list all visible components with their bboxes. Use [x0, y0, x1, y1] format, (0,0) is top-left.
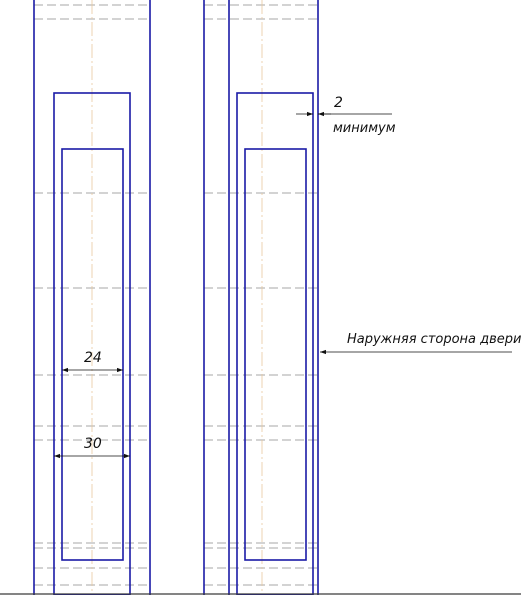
outer-side-leader: Наружняя сторона двери	[320, 332, 521, 355]
clearance-dimension: 2 минимум	[296, 95, 396, 136]
right-view	[203, 0, 319, 595]
right-handle-outline	[244, 148, 307, 561]
right-hidden-lines	[204, 4, 318, 586]
left-handle-outline	[61, 148, 124, 561]
outer-side-label: Наружняя сторона двери	[347, 332, 521, 347]
left-view	[33, 0, 151, 595]
dimension-24-label: 24	[84, 350, 102, 366]
clearance-caption: минимум	[333, 121, 396, 136]
clearance-value: 2	[334, 95, 343, 111]
dimension-30: 30	[54, 436, 130, 459]
dimension-30-label: 30	[84, 436, 102, 452]
dimension-24: 24	[62, 350, 123, 373]
left-pocket-outline	[53, 92, 131, 595]
right-pocket-outline	[236, 92, 314, 595]
